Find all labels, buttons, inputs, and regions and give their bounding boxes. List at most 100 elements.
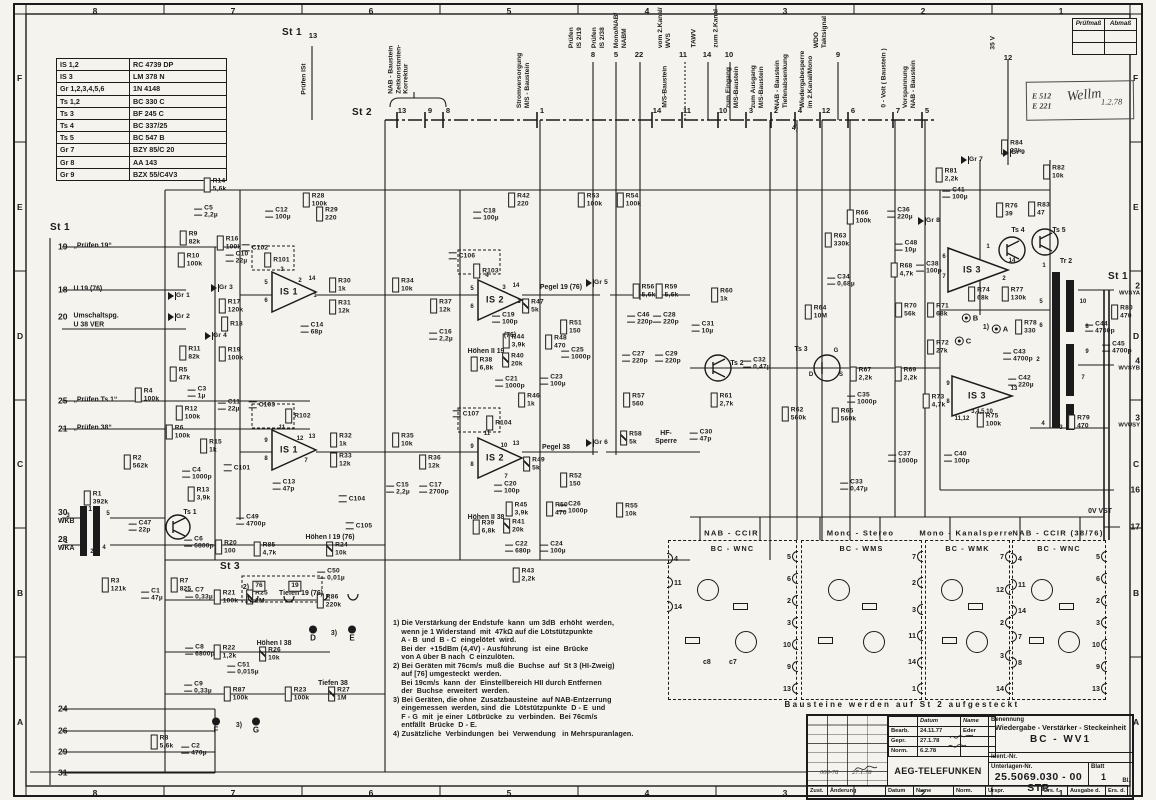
drawing-number: 25.5069.030 - 00 STR	[994, 771, 1083, 794]
connector-signal-label: Mono/NAB/ NABM	[612, 12, 628, 48]
resistor-icon	[203, 177, 211, 193]
frame-row-letter: C	[17, 459, 24, 470]
st1-left-pin-29: 29	[58, 747, 67, 756]
module-transistor-icon	[827, 579, 850, 601]
benennung-cell: Benennung Wiedergabe - Verstärker - Stec…	[988, 716, 1132, 752]
module-pin-10: 10	[783, 639, 798, 650]
resistor-icon	[1068, 414, 1076, 430]
component-value: 0,33µ	[194, 688, 212, 695]
component-value: 68k	[977, 294, 989, 301]
component-value: 10µ	[701, 328, 714, 335]
resistor-icon	[502, 333, 510, 349]
pin-socket-icon	[1005, 584, 1011, 595]
diode-icon	[168, 292, 176, 300]
title-block-footer-cell: Änderung	[828, 786, 886, 797]
component-value: 5,6k	[212, 185, 227, 192]
title-block-footer-cell: Ers. f.	[1042, 786, 1068, 797]
pin-number: 26	[58, 725, 68, 736]
approval-date: 27.1.78	[917, 736, 961, 747]
component-c106: C106	[448, 252, 476, 260]
resistor-icon	[1111, 304, 1119, 320]
connector-signal-label: M/S-Baustein	[661, 66, 669, 108]
capacitor-icon	[448, 252, 457, 260]
benennung-label: Benennung	[991, 717, 1024, 723]
resistor-icon	[1028, 201, 1036, 217]
connector-pin-number: 10	[718, 106, 728, 116]
resistor-icon	[996, 202, 1004, 218]
component-ref: R18	[230, 320, 243, 328]
component-value: 5k	[532, 464, 540, 471]
component-ref: R7	[179, 577, 189, 585]
diode-icon	[586, 439, 594, 447]
frame-column-number: 2	[920, 6, 926, 16]
pin-socket-icon	[1005, 617, 1011, 628]
module-pin-4: 4	[1011, 553, 1022, 564]
pin-number: 14	[996, 683, 1004, 693]
connector-pin-number: 11	[678, 50, 688, 60]
connector-signal-label: Wiedergabesperre im 2.Kanal/Mono	[798, 50, 814, 108]
component-ref: C4	[192, 466, 201, 474]
component-value: 330	[1024, 327, 1036, 334]
component-ref: R79	[1077, 414, 1090, 422]
component-value: 3,9k	[196, 494, 211, 501]
component-ref: R13	[196, 486, 210, 494]
solder-point-icon	[991, 324, 1001, 334]
component-value: 120k	[227, 306, 244, 313]
connector-pin-number: 14	[652, 106, 662, 116]
module-transistor-icon	[863, 631, 886, 653]
note-line: Bei 19cm/s kann der Einstellbereich HII …	[393, 678, 602, 687]
resistor-icon	[472, 519, 480, 535]
approval-header-cell	[888, 716, 918, 727]
pin-number: 14	[512, 283, 520, 289]
annotation: Höhen I 19 (76)	[305, 534, 355, 542]
pin-number: 11	[278, 425, 286, 431]
module-pin-12: 12	[996, 584, 1011, 595]
frame-column-number: 3	[782, 788, 788, 798]
pin-number: 8	[946, 399, 950, 405]
module-pin-11: 11	[667, 577, 682, 588]
component-ref: C31	[701, 320, 715, 328]
component-ref: R72	[936, 339, 949, 347]
annotation: 4)	[791, 125, 799, 133]
component-ref: R73	[931, 393, 945, 401]
component-ref: R38	[479, 356, 493, 364]
pin-number: 7	[504, 474, 508, 480]
component-c107: C107	[452, 410, 480, 418]
pin-signal-label: U 19 (76)	[73, 285, 103, 293]
component-ref: R61	[719, 392, 733, 400]
component-value: 1000p	[192, 474, 212, 481]
component-value: 2,2k	[858, 374, 873, 381]
part-ref: Gr 9	[56, 167, 130, 182]
frame-column-number: 1	[1058, 788, 1064, 798]
component-value: 100µ	[550, 548, 566, 555]
component-value: 220µ	[897, 214, 913, 221]
